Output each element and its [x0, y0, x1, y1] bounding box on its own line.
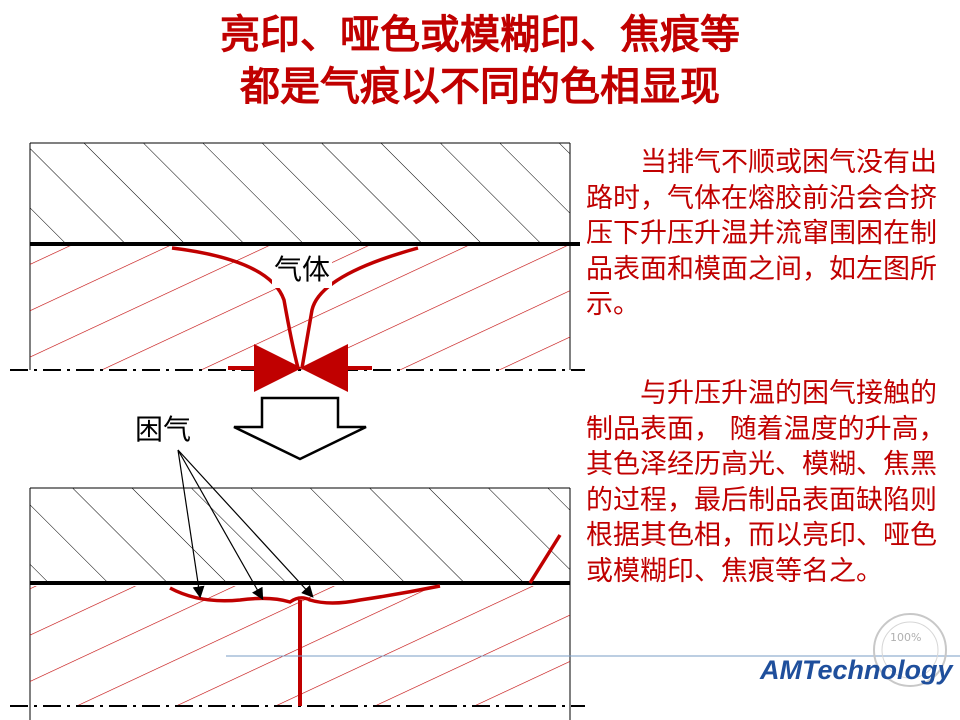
title-line-2: 都是气痕以不同的色相显现	[240, 63, 720, 110]
trapped-gas-label: 困气	[135, 413, 192, 446]
top-mold-block	[30, 143, 570, 243]
trap-pointer-1	[177, 449, 205, 599]
bottom-panel	[10, 449, 585, 720]
title-line-1: 亮印、哑色或模糊印、焦痕等	[220, 11, 740, 58]
diagonal-melt-edge	[528, 534, 562, 584]
bottom-mold-block	[30, 488, 570, 582]
process-down-arrow	[233, 396, 367, 461]
explanation-paragraph-1: 当排气不顺或困气没有出路时，气体在熔胶前沿会合挤压下升压升温并流窜围困在制品表面…	[586, 147, 937, 320]
stamp-text: 100%	[890, 631, 922, 644]
trap-pointer-3	[177, 449, 314, 598]
amtechnology-logo: AMTechnology	[760, 655, 953, 685]
explanation-paragraph-2: 与升压升温的困气接触的制品表面， 随着温度的升高，其色泽经历高光、模糊、焦黑的过…	[586, 378, 946, 587]
trap-pointer-2	[177, 449, 264, 601]
trapped-gas-surface-line	[169, 584, 441, 605]
stamp-seal-inner	[881, 621, 939, 679]
gas-label: 气体	[272, 248, 333, 288]
stamp-seal	[873, 613, 947, 687]
